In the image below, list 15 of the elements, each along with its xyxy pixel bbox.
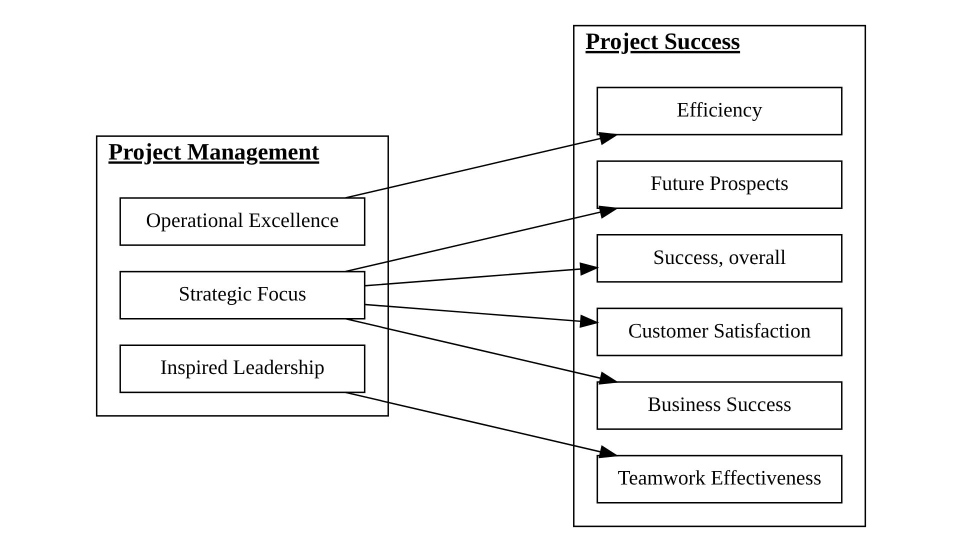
- arrow: [364, 262, 599, 286]
- node-box: Teamwork Effectiveness: [596, 454, 842, 504]
- node-box: Success, overall: [596, 234, 842, 283]
- node-box: Business Success: [596, 381, 842, 430]
- arrow: [344, 132, 618, 199]
- arrow: [364, 304, 599, 328]
- node-box: Strategic Focus: [119, 270, 365, 320]
- node-box: Operational Excellence: [119, 197, 365, 246]
- node-box: Future Prospects: [596, 160, 842, 209]
- arrow: [344, 392, 618, 458]
- node-box: Customer Satisfaction: [596, 308, 842, 356]
- arrow: [344, 318, 618, 385]
- node-box: Inspired Leadership: [119, 344, 365, 394]
- node-box: Efficiency: [596, 86, 842, 136]
- arrow: [344, 206, 618, 272]
